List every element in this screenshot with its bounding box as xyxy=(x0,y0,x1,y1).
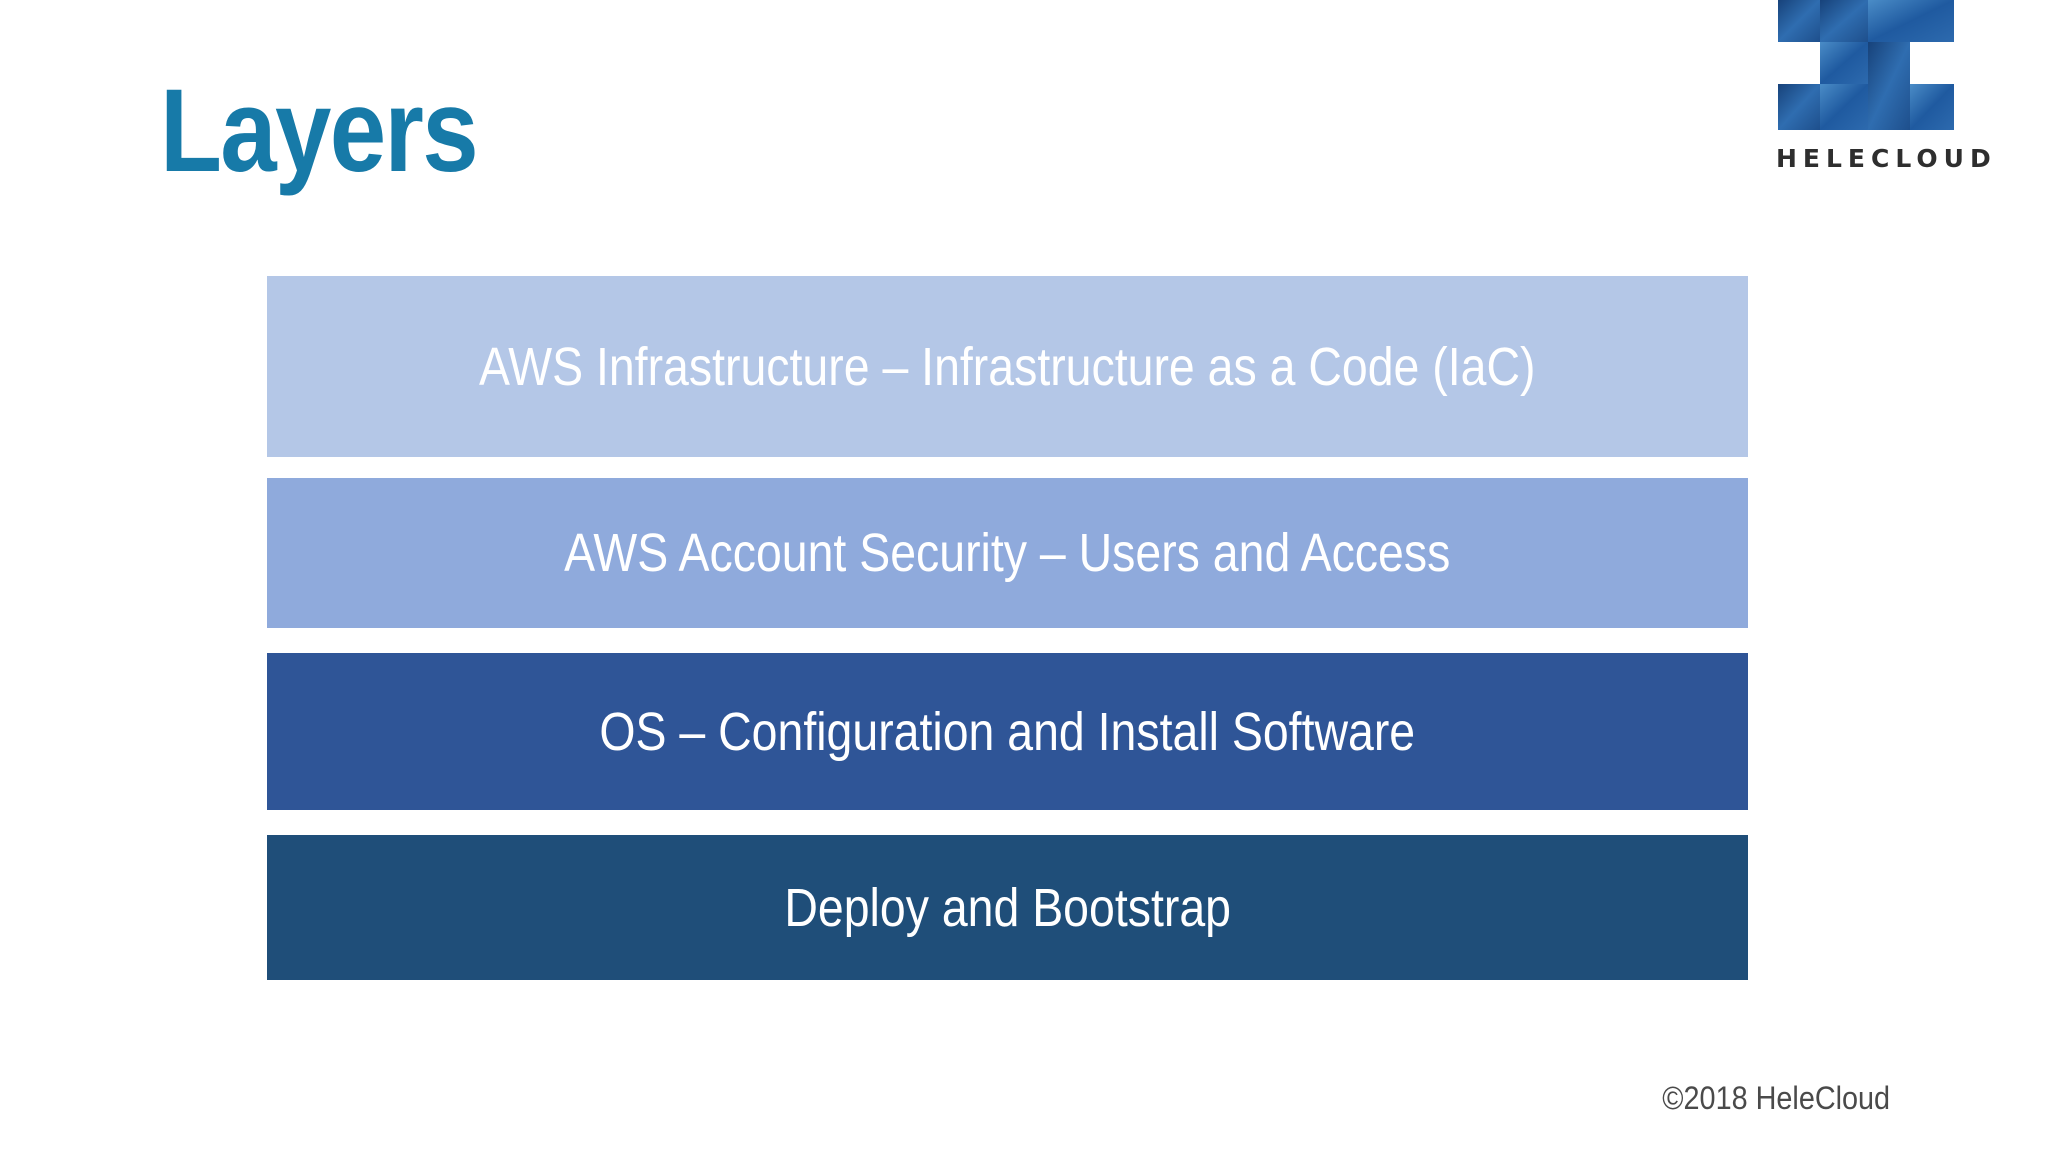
slide-title: Layers xyxy=(160,65,479,197)
layer-os-configuration: OS – Configuration and Install Software xyxy=(267,653,1748,810)
helecloud-logo: HELECLOUD xyxy=(1776,0,1997,180)
layer-aws-account-security: AWS Account Security – Users and Access xyxy=(267,478,1748,628)
layer-label: AWS Account Security – Users and Access xyxy=(564,523,1451,583)
layer-label: Deploy and Bootstrap xyxy=(784,877,1231,938)
layer-aws-infrastructure: AWS Infrastructure – Infrastructure as a… xyxy=(267,276,1748,457)
helecloud-logo-icon xyxy=(1778,0,1954,130)
layer-label: AWS Infrastructure – Infrastructure as a… xyxy=(479,336,1536,397)
copyright-footer: ©2018 HeleCloud xyxy=(1662,1080,1890,1116)
layer-label: OS – Configuration and Install Software xyxy=(599,701,1416,762)
helecloud-wordmark: HELECLOUD xyxy=(1776,144,1997,173)
layer-deploy-bootstrap: Deploy and Bootstrap xyxy=(267,835,1748,980)
